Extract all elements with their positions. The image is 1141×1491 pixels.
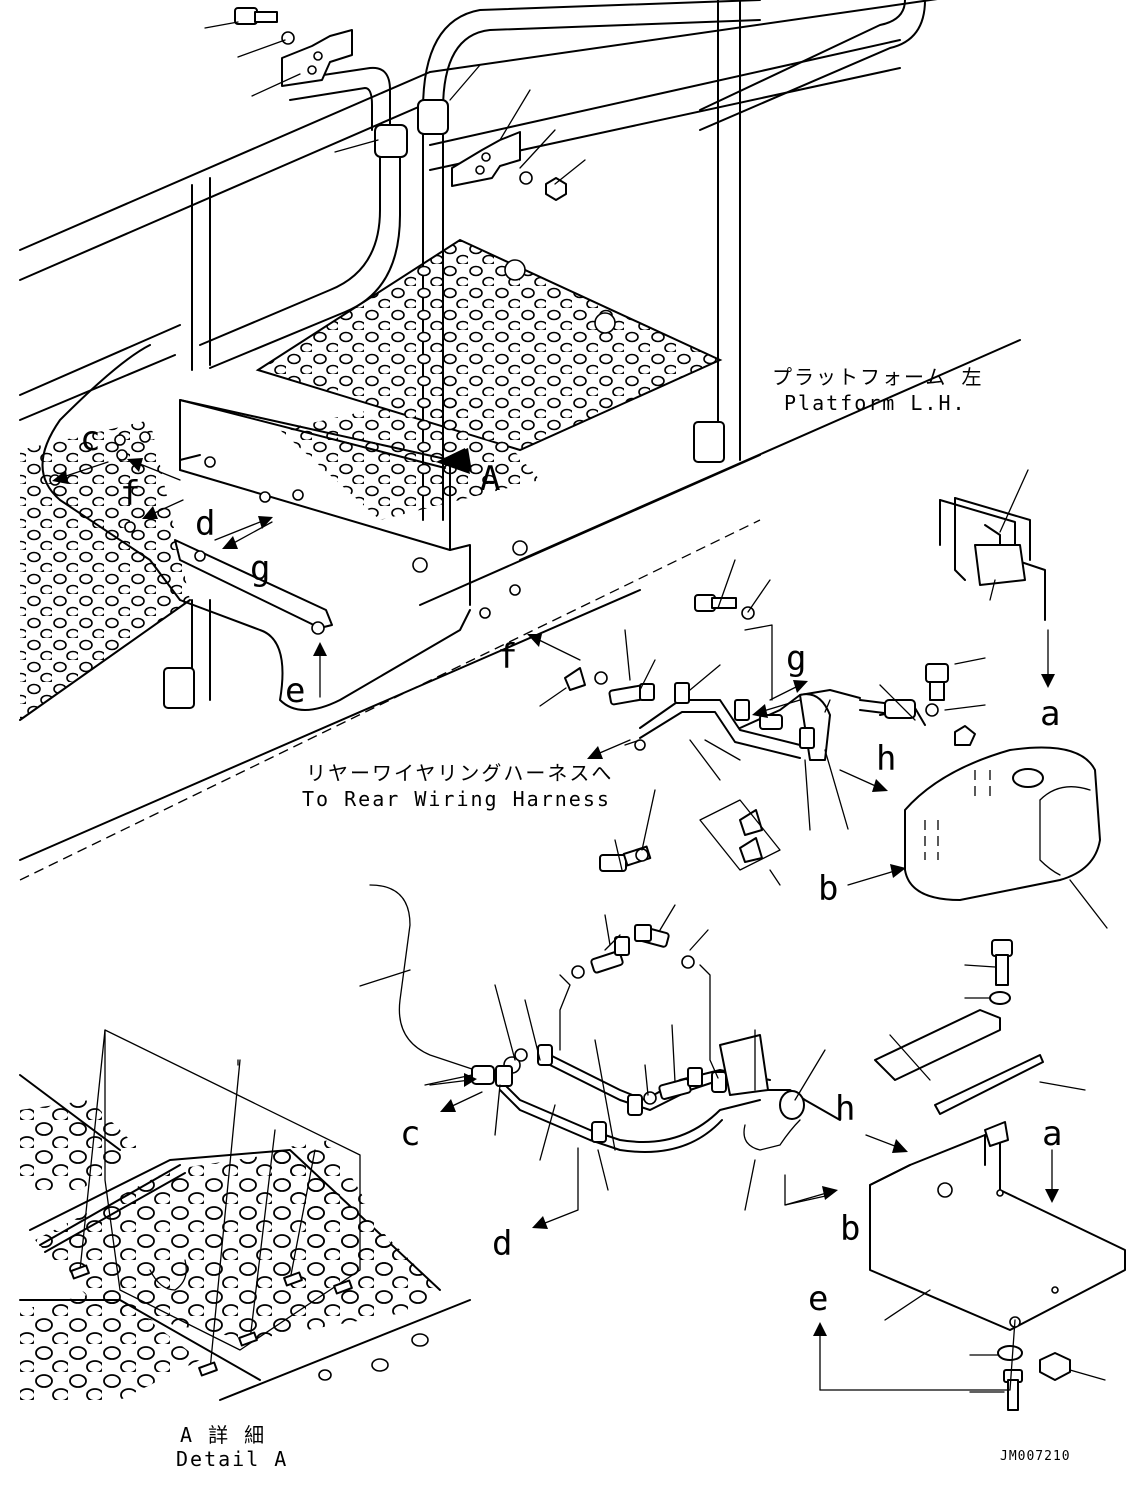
callout-d-top: d	[195, 504, 215, 544]
battery-tray	[869, 939, 1126, 1411]
rear-harness-ja-label: リヤーワイヤリングハーネスへ	[306, 761, 613, 785]
callout-f-top: f	[120, 474, 140, 514]
callout-arrows	[52, 448, 1059, 1391]
platform-frame	[19, 0, 1021, 881]
callout-e-top: e	[285, 671, 305, 711]
drawing-id-label: JM007210	[1000, 1449, 1071, 1464]
platform-ja-label: プラットフォーム 左	[772, 365, 983, 389]
detail-a-ja-label: A 詳 細	[180, 1423, 266, 1447]
left-grating	[19, 420, 191, 721]
callout-h-mid: h	[876, 739, 896, 779]
relay-bracket	[939, 497, 1046, 621]
callout-b-low: b	[840, 1209, 860, 1249]
text-labels: プラットフォーム 左 Platform L.H. リヤーワイヤリングハーネスへ …	[80, 365, 1071, 1471]
upper-bracket-parts	[234, 7, 567, 201]
callout-A: A	[480, 459, 500, 499]
callout-d-low: d	[492, 1224, 512, 1264]
callout-b-mid: b	[818, 869, 838, 909]
leader-lines	[204, 21, 1108, 1393]
platform-en-label: Platform L.H.	[784, 391, 967, 415]
callout-f-mid: f	[497, 637, 517, 677]
callout-h-low: h	[835, 1089, 855, 1129]
detail-a-en-label: Detail A	[176, 1447, 288, 1471]
callout-e-low: e	[808, 1279, 828, 1319]
lower-harness	[369, 884, 841, 1153]
callout-g-top: g	[250, 549, 270, 589]
callout-c-top: c	[80, 419, 100, 459]
callout-a-low: a	[1042, 1114, 1062, 1154]
callout-c-low: c	[400, 1114, 420, 1154]
main-grating	[255, 238, 723, 520]
washer-tank	[904, 746, 1101, 901]
rear-harness-en-label: To Rear Wiring Harness	[302, 787, 611, 811]
callout-a-top: a	[1040, 694, 1060, 734]
detail-a-view	[19, 1029, 471, 1401]
callout-g-mid: g	[786, 639, 806, 679]
step-bracket	[41, 344, 528, 711]
